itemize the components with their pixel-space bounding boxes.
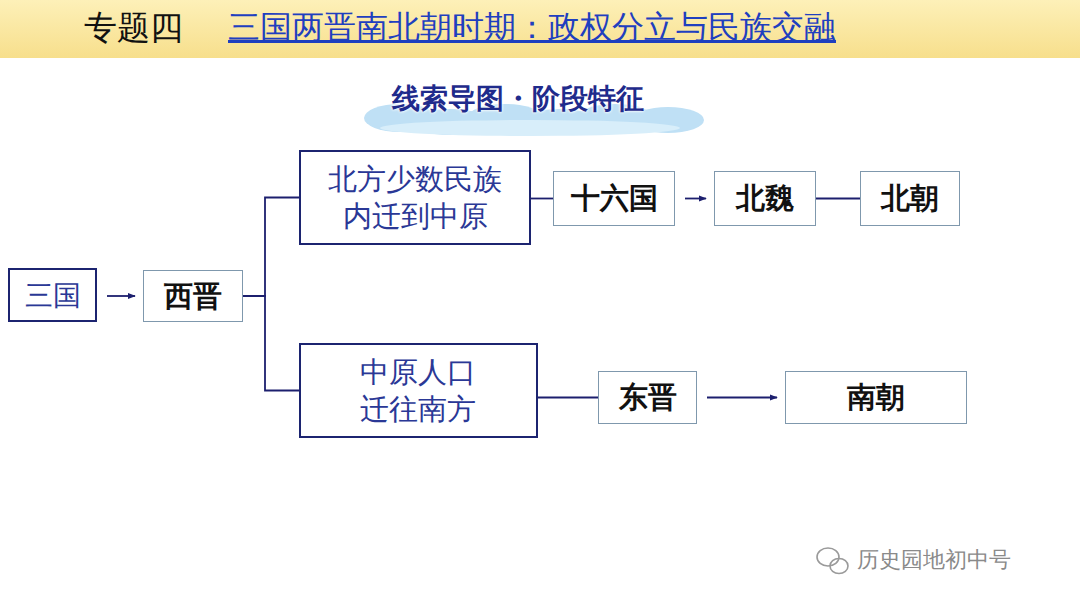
period-box: 南朝 <box>785 371 967 424</box>
title: 三国两晋南北朝时期：政权分立与民族交融 <box>228 6 836 50</box>
topic-number: 专题四 <box>84 6 183 51</box>
watermark: 历史园地初中号 <box>857 545 1011 575</box>
connector-arrow <box>707 397 777 399</box>
connector-arrow <box>107 295 135 297</box>
node-text: 十六国 <box>571 180 658 216</box>
connector-line <box>531 198 553 200</box>
connector-line <box>816 198 860 200</box>
event-box: 北方少数民族 内迁到中原 <box>299 150 531 245</box>
node-text: 东晋 <box>619 379 677 415</box>
node-text: 中原人口 迁往南方 <box>352 354 485 427</box>
connector-line <box>243 198 299 297</box>
node-text: 南朝 <box>847 379 905 415</box>
node-text: 西晋 <box>164 278 222 314</box>
period-box: 西晋 <box>143 270 243 322</box>
section-heading: 线索导图・阶段特征 <box>392 80 644 118</box>
node-text: 北朝 <box>881 180 939 216</box>
connector-line <box>243 296 299 391</box>
connector-arrow <box>685 198 706 200</box>
connector-line <box>538 397 598 399</box>
node-text: 三国 <box>25 278 81 313</box>
node-text: 北魏 <box>736 180 794 216</box>
period-box: 十六国 <box>553 171 675 226</box>
period-box: 东晋 <box>598 371 697 424</box>
period-box: 三国 <box>8 268 97 322</box>
node-text: 北方少数民族 内迁到中原 <box>322 161 508 234</box>
period-box: 北朝 <box>860 171 960 226</box>
period-box: 北魏 <box>714 171 816 226</box>
wechat-icon <box>817 548 848 574</box>
event-box: 中原人口 迁往南方 <box>299 343 538 438</box>
